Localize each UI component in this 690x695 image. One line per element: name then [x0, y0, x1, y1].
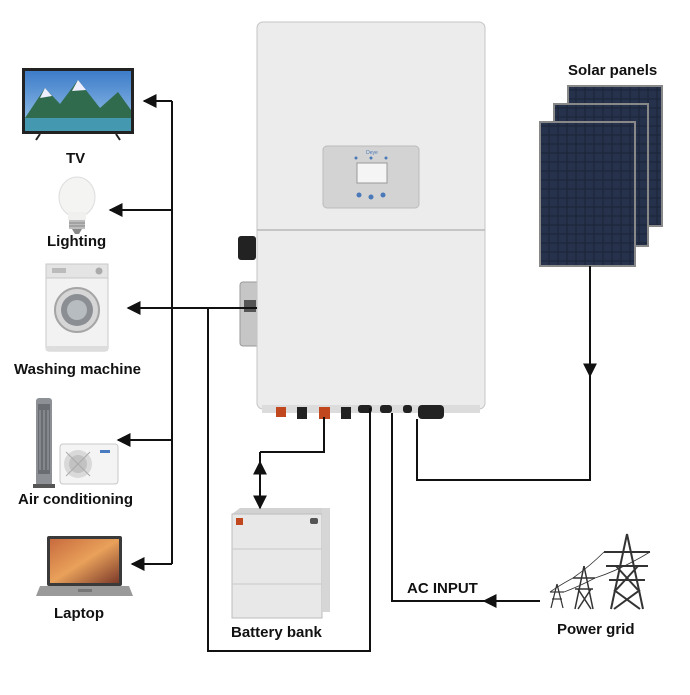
solar-wiring — [416, 266, 597, 481]
light-bulb-icon — [58, 176, 96, 234]
solar-panels-icon — [539, 85, 663, 267]
power-tower-medium-icon — [573, 565, 595, 610]
washing-machine-label: Washing machine — [14, 361, 141, 378]
grid-wiring — [391, 413, 540, 608]
laptop-icon — [36, 536, 133, 596]
battery-bank-icon — [231, 508, 330, 619]
laptop-label: Laptop — [54, 605, 104, 622]
tv-label: TV — [66, 150, 86, 167]
washing-machine-icon — [45, 263, 109, 352]
inverter-terminals — [276, 405, 444, 419]
power-lines — [549, 551, 651, 593]
ac-input-label: AC INPUT — [407, 580, 478, 597]
air-conditioner-icon — [33, 398, 119, 488]
inverter-brand-logo: Deye — [366, 150, 378, 156]
lighting-label: Lighting — [47, 233, 107, 250]
power-grid-label: Power grid — [557, 621, 635, 638]
tv-icon — [22, 68, 134, 141]
load-wiring — [108, 94, 371, 652]
inverter — [238, 21, 486, 413]
battery-wiring — [253, 417, 325, 510]
power-tower-large-icon — [604, 533, 650, 610]
battery-bank-label: Battery bank — [231, 624, 322, 641]
solar-panels-label: Solar panels — [568, 62, 658, 79]
air-conditioning-label: Air conditioning — [18, 491, 133, 508]
